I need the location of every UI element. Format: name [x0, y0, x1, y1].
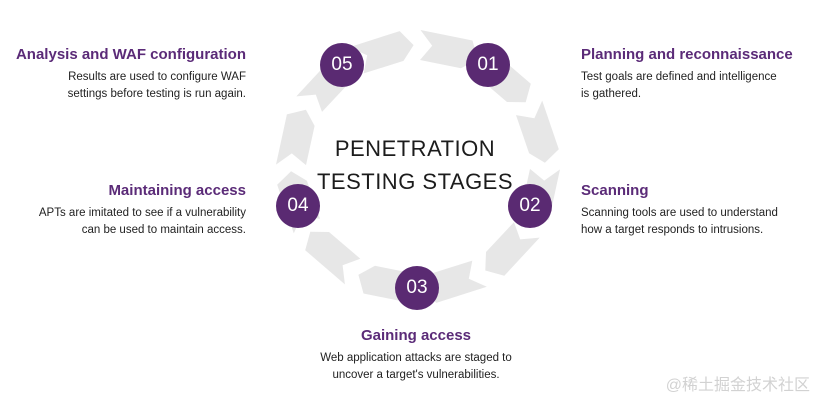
stage-03-gaining-access: Gaining access Web application attacks a…	[286, 327, 546, 384]
stage-01-desc-line-2: is gathered.	[581, 88, 642, 100]
stage-04-title: Maintaining access	[108, 182, 246, 199]
stage-05-badge: 05	[320, 43, 364, 87]
stage-04-description: APTs are imitated to see if a vulnerabil…	[0, 205, 246, 239]
stage-01-desc-line-1: Test goals are defined and intelligence	[581, 71, 777, 83]
ring-arrow-segment	[305, 231, 361, 285]
ring-arrow-segment	[516, 100, 559, 163]
stage-02-desc-line-2: how a target responds to intrusions.	[581, 224, 764, 236]
stage-02-description: Scanning tools are used to understand ho…	[581, 205, 820, 239]
stage-05-desc-line-2: settings before testing is run again.	[67, 88, 246, 100]
stage-02-badge: 02	[508, 184, 552, 228]
center-title-line-2: TESTING STAGES	[316, 169, 514, 194]
stage-04-desc-line-1: APTs are imitated to see if a vulnerabil…	[38, 207, 246, 219]
stage-03-description: Web application attacks are staged to un…	[286, 350, 546, 384]
stage-01-description: Test goals are defined and intelligence …	[581, 69, 820, 103]
stage-01-title: Planning and reconnaissance	[581, 46, 793, 63]
center-title-line-1: PENETRATION	[334, 136, 496, 161]
stage-01-badge: 01	[466, 43, 510, 87]
stage-04-maintaining-access: Maintaining access APTs are imitated to …	[0, 182, 246, 239]
stage-01-planning: Planning and reconnaissance Test goals a…	[581, 46, 820, 103]
stage-02-scanning: Scanning Scanning tools are used to unde…	[581, 182, 820, 239]
stage-03-title: Gaining access	[360, 327, 472, 344]
ring-arrow-segment	[349, 31, 414, 74]
center-title: PENETRATION TESTING STAGES	[315, 132, 515, 198]
ring-arrow-segment	[276, 109, 315, 166]
stage-02-desc-line-1: Scanning tools are used to understand	[581, 207, 778, 219]
stage-02-title: Scanning	[581, 182, 649, 199]
stage-05-desc-line-1: Results are used to configure WAF	[68, 71, 246, 83]
stage-05-analysis-waf: Analysis and WAF configuration Results a…	[0, 46, 246, 103]
stage-04-badge: 04	[276, 184, 320, 228]
ring-arrow-segment	[420, 30, 478, 69]
stage-05-description: Results are used to configure WAF settin…	[0, 69, 246, 103]
stage-03-desc-line-1: Web application attacks are staged to	[320, 352, 512, 364]
watermark: @稀土掘金技术社区	[665, 377, 810, 394]
stage-03-badge: 03	[395, 266, 439, 310]
stage-03-desc-line-2: uncover a target's vulnerabilities.	[332, 369, 500, 381]
stage-04-desc-line-2: can be used to maintain access.	[81, 224, 246, 236]
ring-arrow-segment	[485, 222, 540, 276]
stage-05-title: Analysis and WAF configuration	[15, 46, 246, 63]
